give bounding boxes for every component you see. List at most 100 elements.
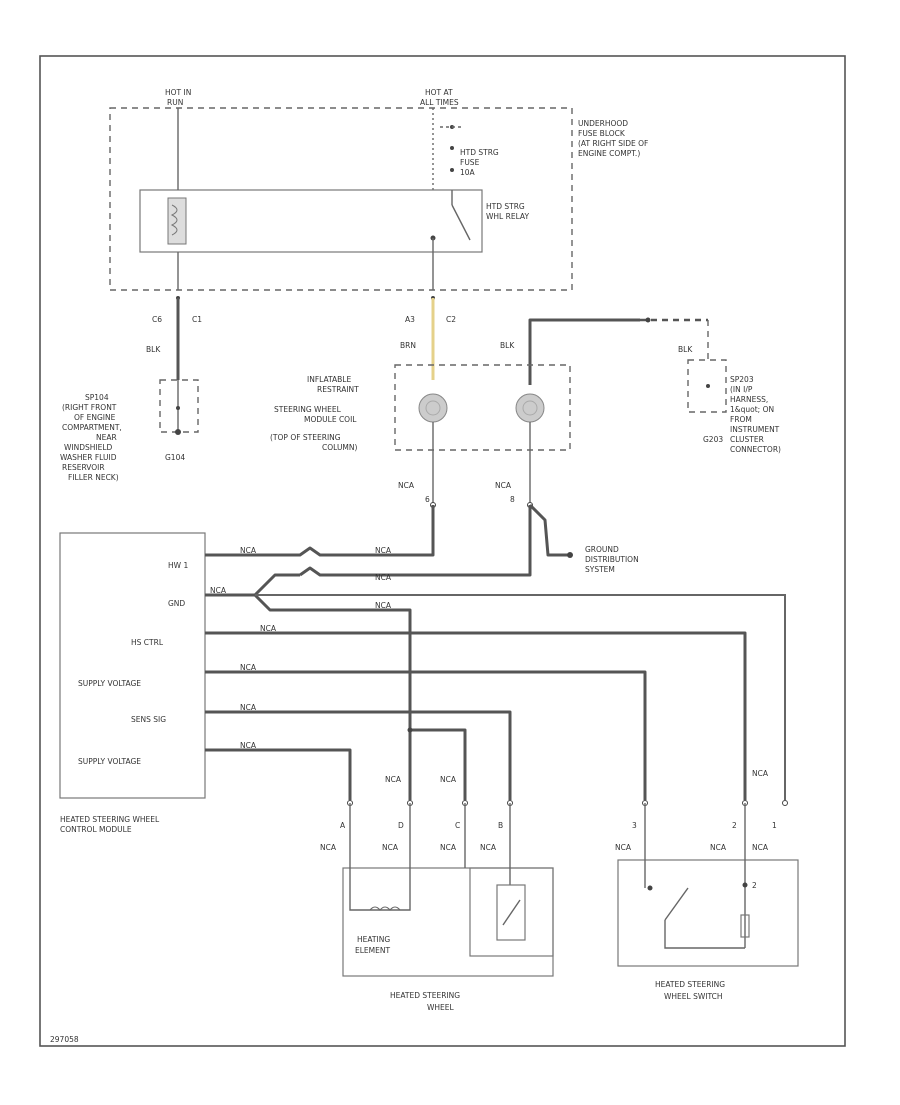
nca-b: NCA xyxy=(480,843,497,852)
sp203-node xyxy=(706,384,710,388)
fuse-label-3: 10A xyxy=(460,168,476,177)
sp203-label-3: HARNESS, xyxy=(730,395,768,404)
wire-supply-1 xyxy=(205,670,647,800)
switch-pin-2: 2 xyxy=(732,821,737,830)
mid-label-1: NCA xyxy=(375,546,392,555)
coil-label-3: STEERING WHEEL xyxy=(274,405,342,414)
switch-lever-icon xyxy=(664,887,689,921)
mid-label-3: NCA xyxy=(375,601,392,610)
module-pin-supply-1: SUPPLY VOLTAGE xyxy=(78,679,141,688)
pin-b: B xyxy=(498,821,503,830)
diagram-code: 297058 xyxy=(50,1035,79,1044)
heating-element-label: HEATING xyxy=(357,935,390,944)
splice-node-d xyxy=(407,727,413,733)
sp104-label-2: (RIGHT FRONT xyxy=(62,403,117,412)
blk-splice-node xyxy=(645,317,651,323)
g203-label: G203 xyxy=(703,435,723,444)
lower-nca-d: NCA xyxy=(385,775,402,784)
sp104-label-9: FILLER NECK) xyxy=(68,473,119,482)
module-pin-sens-sig: SENS SIG xyxy=(131,715,166,724)
sp104-label: SP104 xyxy=(85,393,109,402)
c6-label: C6 xyxy=(152,315,162,324)
wheel-label-2: WHEEL xyxy=(427,1003,455,1012)
hot-at-all-times-label-2: ALL TIMES xyxy=(420,98,459,107)
blk-wire-right-label: BLK xyxy=(500,341,515,350)
switch-box xyxy=(617,859,799,967)
pin-d: D xyxy=(398,821,404,830)
heating-element-loop xyxy=(349,803,411,911)
sp104-label-4: COMPARTMENT, xyxy=(62,423,122,432)
coil-label-6: COLUMN) xyxy=(322,443,358,452)
switch-nca-3: NCA xyxy=(615,843,632,852)
switch-indicator-label: 2 xyxy=(752,881,757,890)
wire-gnd-ground xyxy=(299,505,532,577)
sp203-label: SP203 xyxy=(730,375,754,384)
coil-right-inner xyxy=(522,400,538,416)
sp203-label-8: CONNECTOR) xyxy=(730,445,781,454)
wire-label-sens-sig: NCA xyxy=(240,703,257,712)
steering-wheel-box xyxy=(342,867,554,977)
coil-left-inner xyxy=(425,400,441,416)
fuse-block-label-4: ENGINE COMPT.) xyxy=(578,149,640,158)
wire-label-hw1: NCA xyxy=(240,546,257,555)
fuse-node-3 xyxy=(450,168,454,172)
wire-label-supply-2: NCA xyxy=(240,741,257,750)
nca-coil-right-label: NCA xyxy=(495,481,512,490)
coil-right-pin: 8 xyxy=(510,495,515,504)
fuse-label-2: FUSE xyxy=(460,158,480,167)
fuse-block-label-2: FUSE BLOCK xyxy=(578,129,626,138)
wire-gnd-to-switch xyxy=(255,594,786,800)
pin-a: A xyxy=(340,821,346,830)
sp203-label-7: CLUSTER xyxy=(730,435,764,444)
mid-label-2: NCA xyxy=(375,573,392,582)
switch-nca-1: NCA xyxy=(752,843,769,852)
switch-pin-3: 3 xyxy=(632,821,637,830)
wheel-label: HEATED STEERING xyxy=(390,991,460,1000)
blk-wire-label: BLK xyxy=(146,345,161,354)
brn-wire-label: BRN xyxy=(400,341,416,350)
switch-label: HEATED STEERING xyxy=(655,980,725,989)
hot-in-run-label: HOT IN xyxy=(165,88,191,97)
module-name-2: CONTROL MODULE xyxy=(60,825,132,834)
switch-pin-1: 1 xyxy=(772,821,777,830)
wire-supply-2 xyxy=(205,748,352,800)
nca-a: NCA xyxy=(320,843,337,852)
sp104-node xyxy=(176,406,180,410)
fuse-block-label: UNDERHOOD xyxy=(578,119,628,128)
module-pin-hw1: HW 1 xyxy=(168,561,188,570)
ground-dist-label-3: SYSTEM xyxy=(585,565,615,574)
coil-label: INFLATABLE xyxy=(307,375,351,384)
wire-hs-ctrl xyxy=(205,631,747,800)
outer-frame xyxy=(39,55,846,1047)
sp203-label-5: FROM xyxy=(730,415,752,424)
wire-sens-sig xyxy=(205,710,512,800)
terminal-1 xyxy=(782,800,788,806)
wire-label-hs-ctrl: NCA xyxy=(260,624,277,633)
module-pin-hs-ctrl: HS CTRL xyxy=(131,638,164,647)
sp104-label-7: WASHER FLUID xyxy=(60,453,117,462)
underhood-fuse-block xyxy=(109,107,573,291)
relay-label: HTD STRG xyxy=(486,202,525,211)
ground-dist-label-2: DISTRIBUTION xyxy=(585,555,639,564)
wire-gnd-to-c xyxy=(410,728,467,800)
c1-label: C1 xyxy=(192,315,202,324)
wire-label-gnd: NCA xyxy=(210,586,227,595)
sp104-label-8: RESERVOIR xyxy=(62,463,105,472)
c2-label: C2 xyxy=(446,315,456,324)
blk-wire-sp203-label: BLK xyxy=(678,345,693,354)
ground-dist-label: GROUND xyxy=(585,545,619,554)
control-module-box xyxy=(59,532,206,799)
coil-label-2: RESTRAINT xyxy=(317,385,359,394)
module-pin-supply-2: SUPPLY VOLTAGE xyxy=(78,757,141,766)
switch-contact xyxy=(647,885,653,891)
heating-element-icon xyxy=(369,906,401,911)
switch-indicator-node xyxy=(742,882,748,888)
switch-nca-2: NCA xyxy=(710,843,727,852)
wire-gnd-branch-2 xyxy=(253,593,412,730)
fuse-label: HTD STRG xyxy=(460,148,499,157)
sp203-label-2: (IN I/P xyxy=(730,385,753,394)
sp203-box xyxy=(687,359,727,413)
sp104-label-5: NEAR xyxy=(96,433,117,442)
coil-label-5: (TOP OF STEERING xyxy=(270,433,341,442)
